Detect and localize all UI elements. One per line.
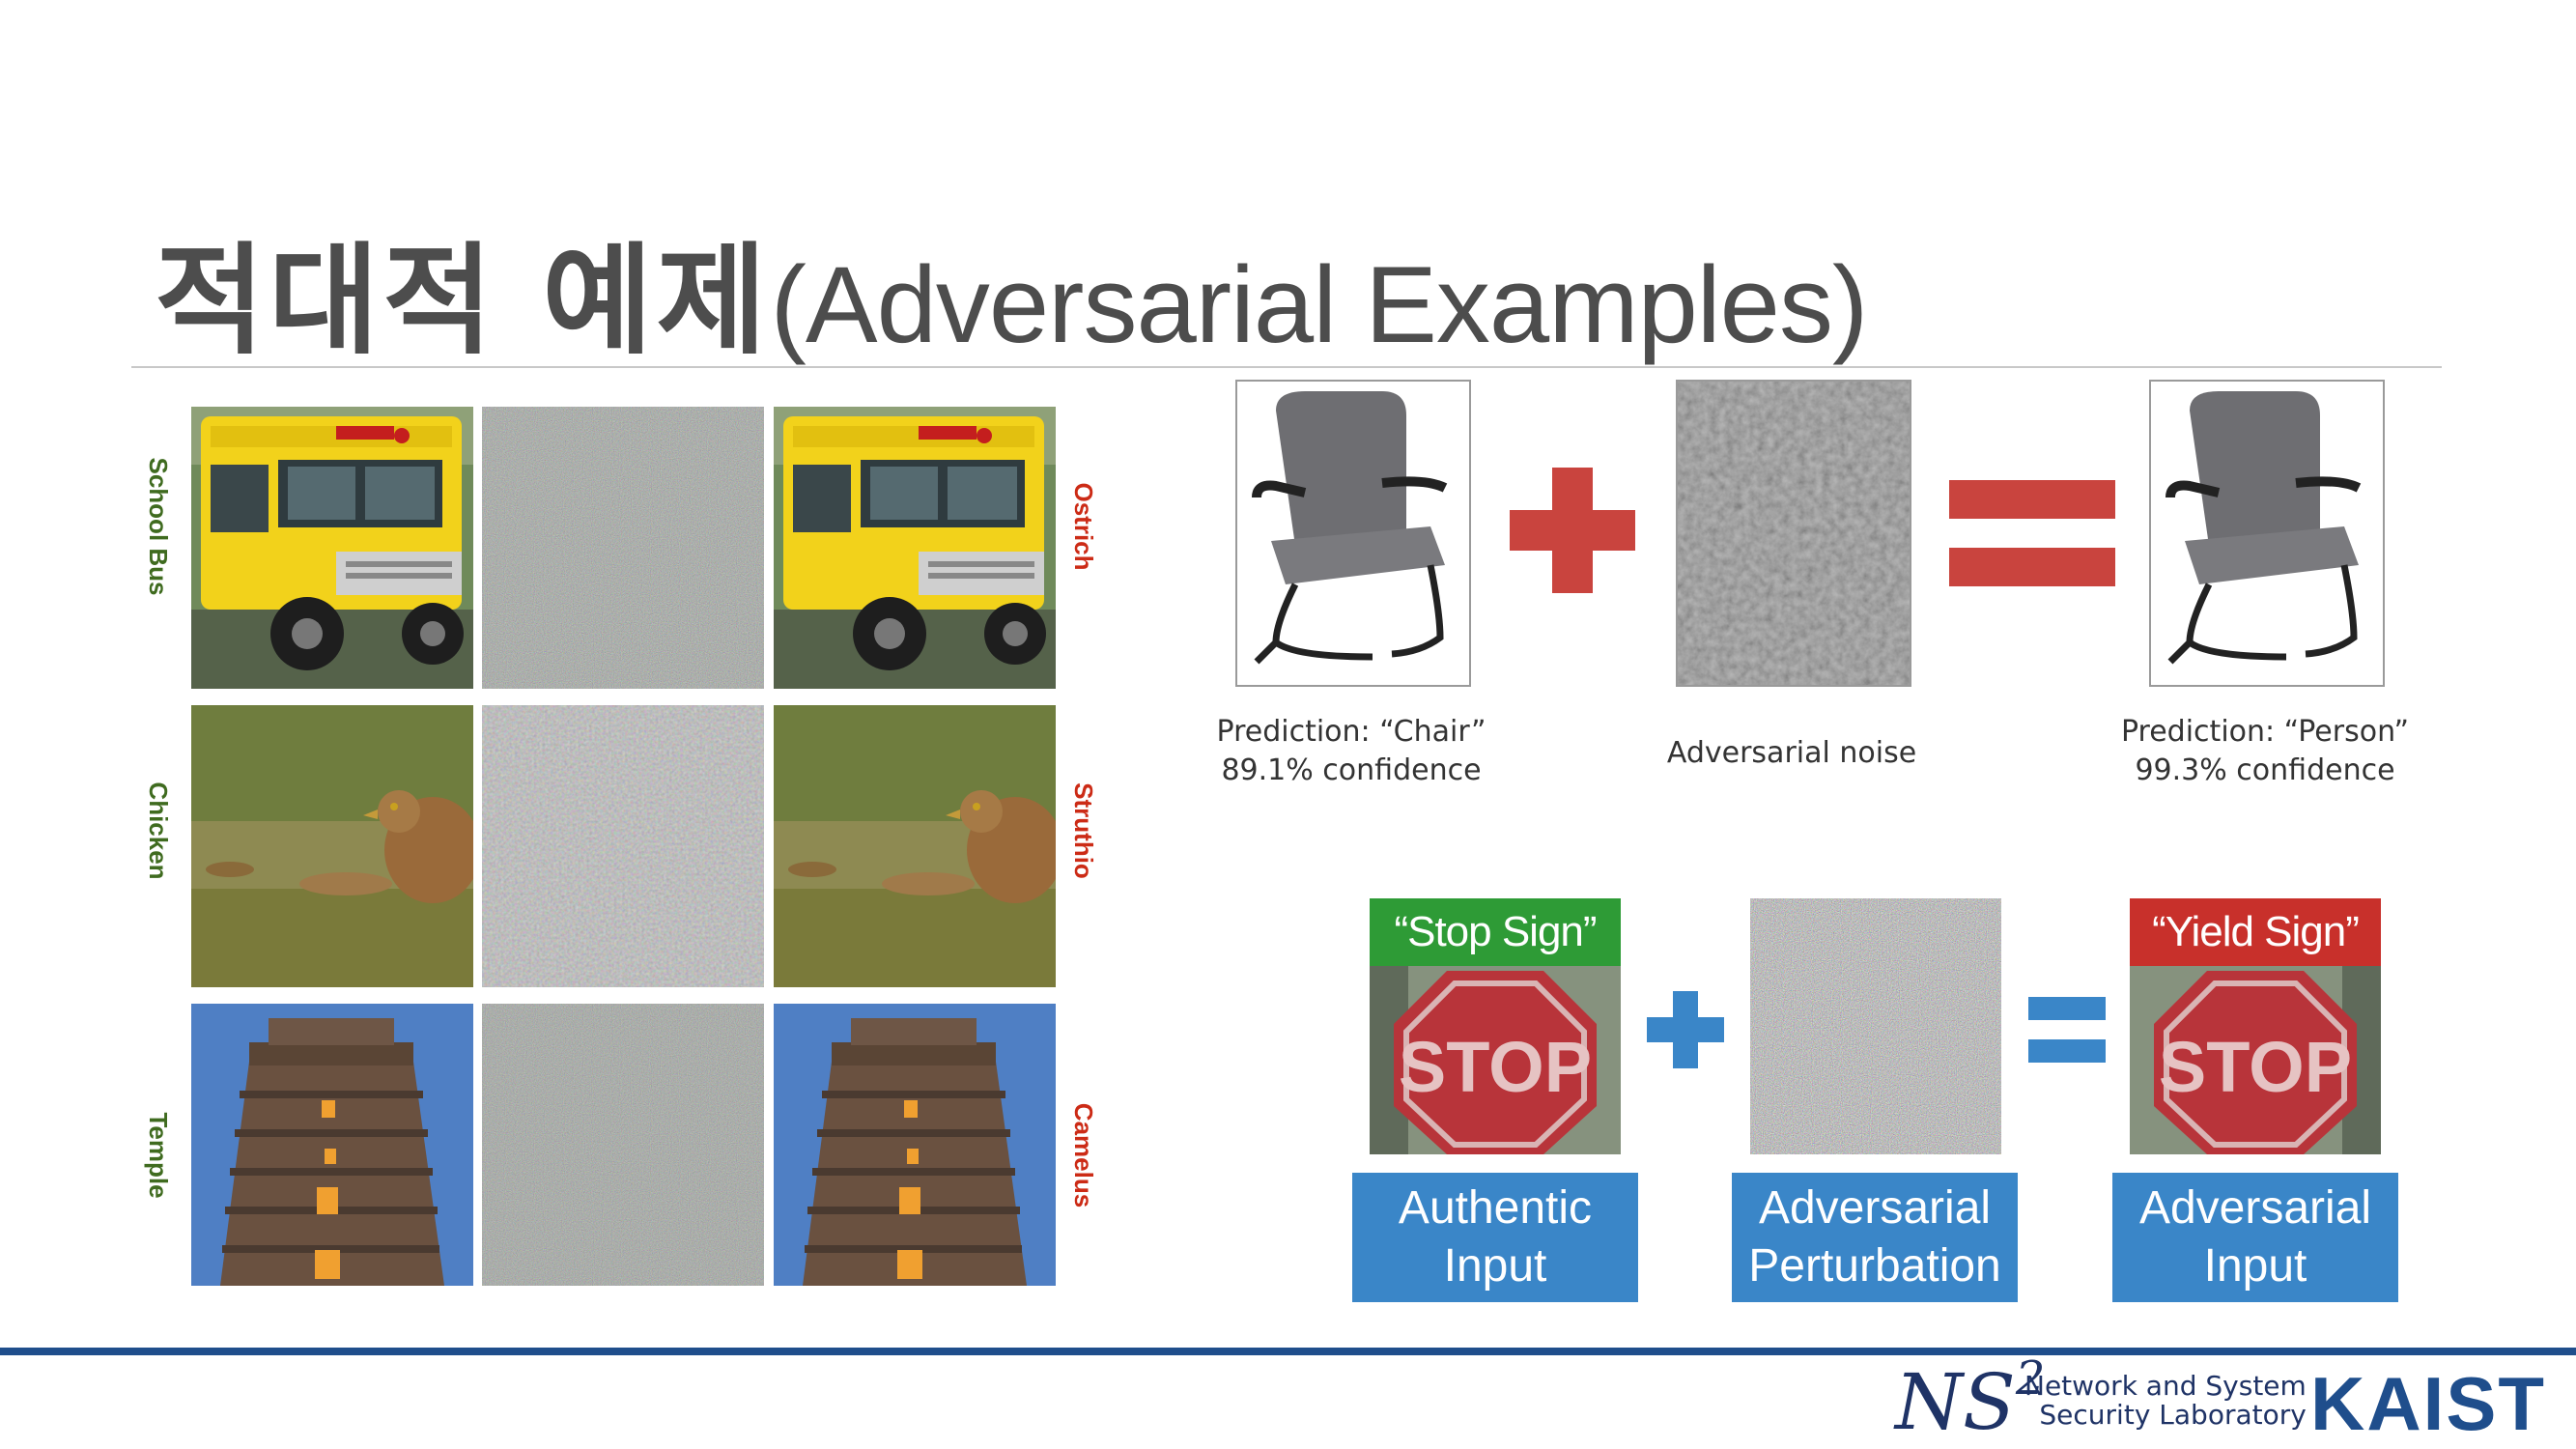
lab-logo-superscript: 2	[2015, 1351, 2046, 1406]
lab-name: Network and System Security Laboratory	[2024, 1372, 2307, 1430]
chair-original-prediction: Prediction: “Chair”	[1216, 715, 1486, 749]
authentic-input-line1: Authentic	[1398, 1182, 1593, 1234]
plus-operator-blue	[1647, 991, 1724, 1068]
chair-original-image	[1235, 380, 1471, 687]
plus-operator-red	[1510, 468, 1635, 593]
authentic-input-line2: Input	[1443, 1240, 1547, 1292]
lab-name-line1: Network and System	[2024, 1370, 2307, 1402]
authentic-input-box: Authentic Input	[1352, 1173, 1638, 1302]
label-ostrich: Ostrich	[1069, 482, 1098, 571]
bus-perturbation-image	[482, 407, 764, 689]
chair-original-confidence: 89.1% confidence	[1221, 753, 1482, 787]
title-korean: 적대적 예제	[155, 232, 771, 371]
adversarial-perturbation-line2: Perturbation	[1748, 1240, 2001, 1292]
adversarial-perturbation-image	[1750, 898, 2001, 1154]
adversarial-input-box: Adversarial Input	[2112, 1173, 2398, 1302]
chair-adversarial-image	[2149, 380, 2385, 687]
label-school-bus: School Bus	[144, 457, 173, 596]
stop-sign-label-banner: “Stop Sign”	[1370, 898, 1621, 966]
kaist-logo: KAIST	[2310, 1361, 2546, 1446]
bus-adversarial-image	[774, 407, 1056, 689]
label-camelus: Camelus	[1069, 1102, 1098, 1208]
stop-sign-original-image: STOP “Stop Sign”	[1370, 898, 1621, 1154]
label-temple: Temple	[144, 1112, 173, 1199]
lab-logo-text: NS	[1895, 1357, 2016, 1447]
noise-caption: Adversarial noise	[1666, 736, 1917, 770]
footer-divider	[0, 1348, 2576, 1355]
adversarial-input-line2: Input	[2203, 1240, 2307, 1292]
stop-sign-original-text: STOP	[1399, 1027, 1592, 1107]
chair-adversarial-caption: Prediction: “Person” 99.3% confidence	[2106, 713, 2424, 790]
label-chicken: Chicken	[144, 781, 173, 880]
chair-adversarial-prediction: Prediction: “Person”	[2120, 715, 2409, 749]
adversarial-noise-image	[1676, 380, 1911, 687]
lab-name-line2: Security Laboratory	[2039, 1399, 2307, 1431]
yield-sign-label-banner: “Yield Sign”	[2130, 898, 2381, 966]
title-english: (Adversarial Examples)	[770, 244, 1869, 365]
temple-adversarial-image	[774, 1004, 1056, 1286]
lab-logo: NS2	[1895, 1351, 2045, 1447]
title-divider	[131, 366, 2442, 368]
equals-operator-blue	[2028, 997, 2106, 1063]
slide-title: 적대적 예제(Adversarial Examples)	[155, 203, 1868, 371]
stop-sign-adversarial-text: STOP	[2159, 1027, 2352, 1107]
chicken-perturbation-image	[482, 705, 764, 987]
temple-perturbation-image	[482, 1004, 764, 1286]
temple-original-image	[191, 1004, 473, 1286]
chicken-adversarial-image	[774, 705, 1056, 987]
chair-adversarial-confidence: 99.3% confidence	[2135, 753, 2395, 787]
chair-original-caption: Prediction: “Chair” 89.1% confidence	[1197, 713, 1506, 790]
bus-original-image	[191, 407, 473, 689]
label-struthio: Struthio	[1069, 782, 1098, 879]
equals-operator-red	[1949, 480, 2115, 586]
adversarial-perturbation-line1: Adversarial	[1758, 1182, 1992, 1234]
chicken-original-image	[191, 705, 473, 987]
adversarial-perturbation-box: Adversarial Perturbation	[1732, 1173, 2018, 1302]
stop-sign-adversarial-image: STOP “Yield Sign”	[2130, 898, 2381, 1154]
adversarial-input-line1: Adversarial	[2138, 1182, 2372, 1234]
